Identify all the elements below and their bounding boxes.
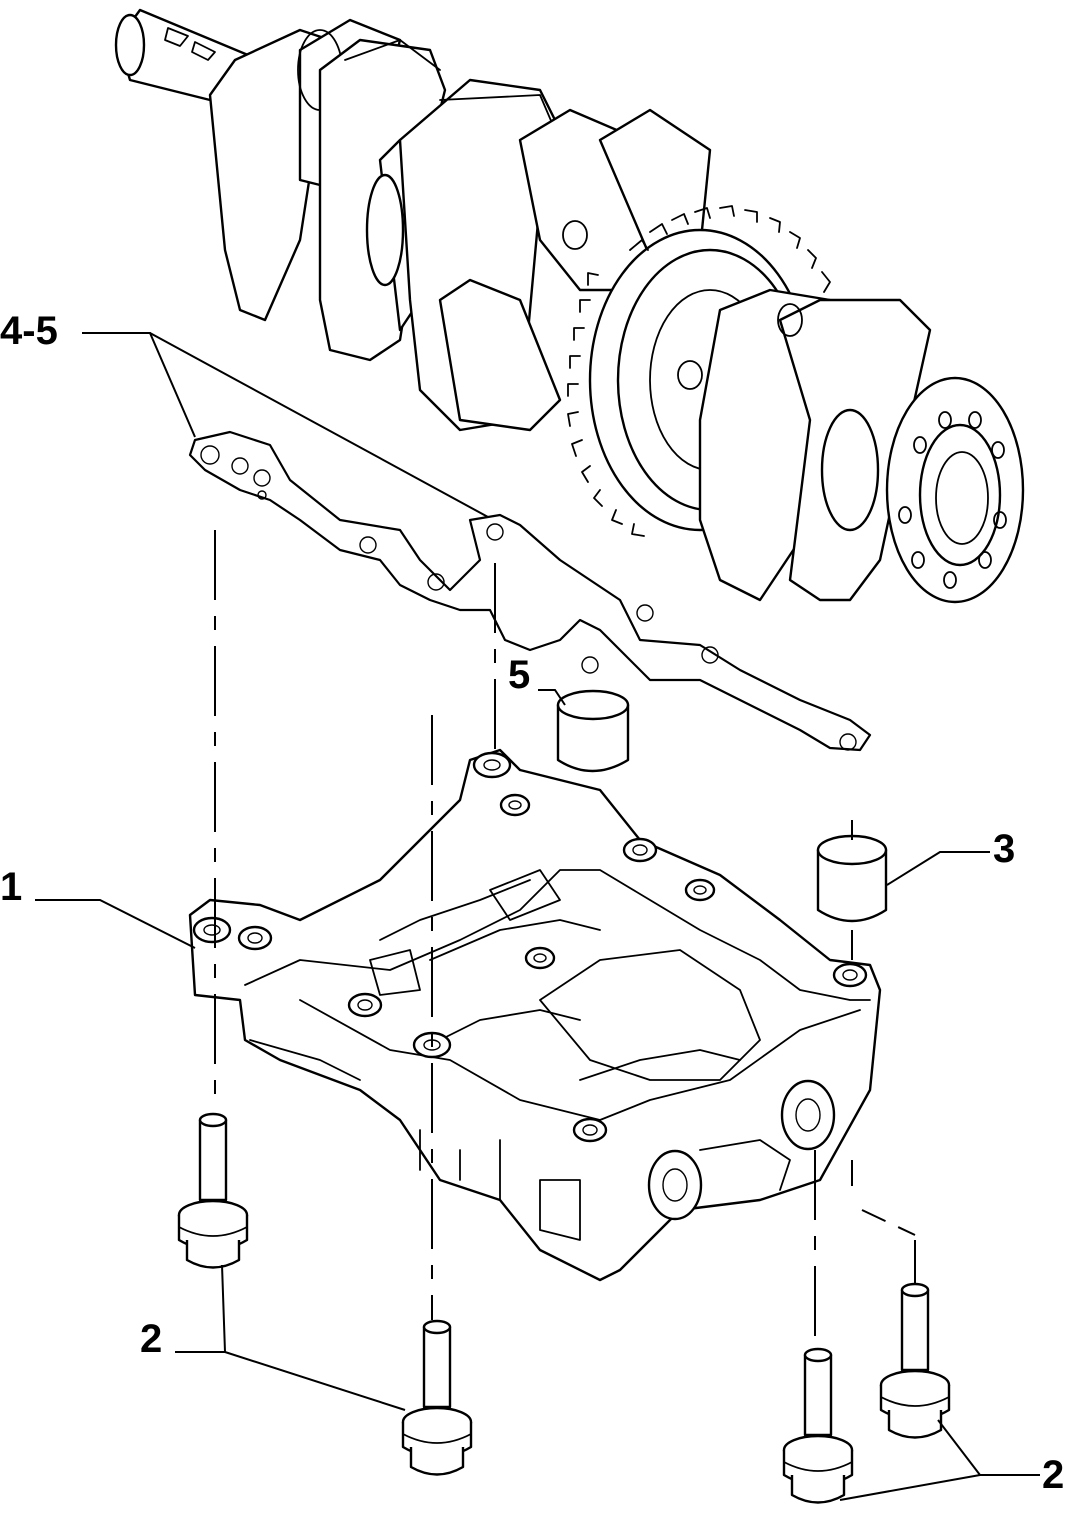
- gasket: [188, 430, 872, 752]
- axis-lines: [214, 530, 916, 1345]
- bolt: [879, 1282, 951, 1439]
- callout-label-gasket: 4-5: [0, 309, 58, 353]
- flange-bolt-holes: [898, 411, 1007, 589]
- callout-label-housing: 1: [0, 865, 22, 909]
- leader-lines: [35, 332, 1040, 1501]
- dowel-sleeve-top: [556, 689, 630, 773]
- crankshaft: [114, 8, 1025, 604]
- callout-label-bolts-left: 2: [140, 1317, 162, 1361]
- bolt: [177, 1112, 249, 1269]
- callout-labels: 4-5 1 3 5 2 2: [0, 309, 1064, 1497]
- callout-label-dowel-top: 5: [508, 653, 530, 697]
- dowel-sleeve-right: [816, 834, 888, 923]
- bolt: [401, 1319, 473, 1476]
- callout-label-dowel-right: 3: [993, 827, 1015, 871]
- balancer-housing: [188, 748, 882, 1282]
- bolt: [782, 1347, 854, 1504]
- gear-teeth: [567, 205, 831, 537]
- callout-label-bolts-right: 2: [1042, 1453, 1064, 1497]
- housing-bolt-bosses: [192, 751, 868, 1221]
